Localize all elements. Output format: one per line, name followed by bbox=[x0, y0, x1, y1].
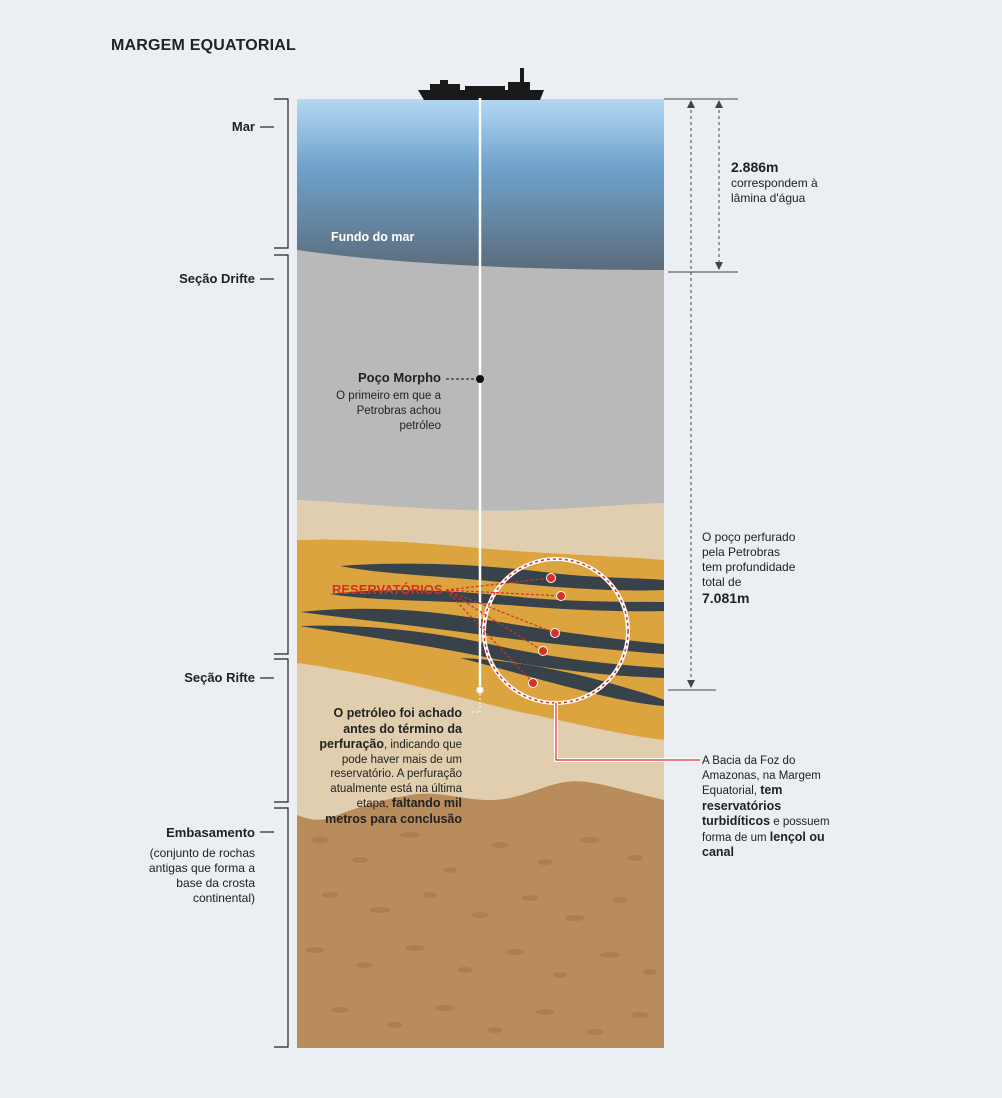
seafloor-label: Fundo do mar bbox=[331, 230, 415, 244]
oil-found-note: O petróleo foi achado antes do término d… bbox=[312, 706, 462, 827]
depth-measures bbox=[664, 98, 738, 691]
reservoir-pointers bbox=[445, 577, 562, 684]
section-brackets bbox=[260, 98, 289, 1048]
total-depth-block: O poço perfurado pela Petrobras tem prof… bbox=[702, 530, 797, 607]
basement-texture bbox=[306, 832, 657, 1035]
section-embasamento-label: Embasamento bbox=[166, 825, 255, 840]
total-depth-desc: O poço perfurado pela Petrobras tem prof… bbox=[702, 530, 796, 589]
poco-morpho-title: Poço Morpho bbox=[357, 370, 441, 385]
basin-note-text-2: e possuem forma de um bbox=[702, 816, 830, 844]
water-depth-block: 2.886m correspondem à lâmina d'água bbox=[731, 159, 841, 206]
poco-morpho-marker bbox=[476, 375, 484, 383]
embasamento-note: (conjunto de rochas antigas que forma a … bbox=[148, 846, 255, 905]
well-end-marker bbox=[476, 686, 484, 694]
page-title: MARGEM EQUATORIAL bbox=[111, 37, 297, 54]
oil-note-bold: O petróleo foi achado antes do término d… bbox=[319, 706, 462, 751]
basin-note-text: A Bacia da Foz do Amazonas, na Margem Eq… bbox=[702, 755, 821, 797]
total-depth-value: 7.081m bbox=[702, 590, 750, 606]
section-rifte-label: Seção Rifte bbox=[184, 670, 255, 685]
basin-note-bold: tem reservatórios turbidíticos bbox=[702, 783, 783, 828]
measure-arrows bbox=[687, 100, 723, 688]
water-depth-value: 2.886m bbox=[731, 159, 779, 175]
basement-layer bbox=[297, 760, 664, 1048]
poco-morpho-desc: O primeiro em que a Petrobras achou petr… bbox=[336, 390, 441, 432]
basin-note-bold-2: lençol ou canal bbox=[702, 829, 825, 860]
basin-note: A Bacia da Foz do Amazonas, na Margem Eq… bbox=[702, 754, 830, 861]
ship-icon bbox=[418, 68, 544, 100]
oil-note-bold-2: faltando mil metros para conclusão bbox=[325, 796, 462, 826]
reservoir-lenses bbox=[300, 563, 664, 706]
reservoirs-label: RESERVATÓRIOS bbox=[332, 582, 443, 597]
water-depth-desc: correspondem à lâmina d'água bbox=[731, 176, 818, 205]
section-drifte-label: Seção Drifte bbox=[179, 271, 255, 286]
section-mar-label: Mar bbox=[231, 119, 255, 134]
oil-note-text: , indicando que pode haver mais de um re… bbox=[330, 739, 462, 810]
reservoir-markers bbox=[528, 573, 566, 688]
